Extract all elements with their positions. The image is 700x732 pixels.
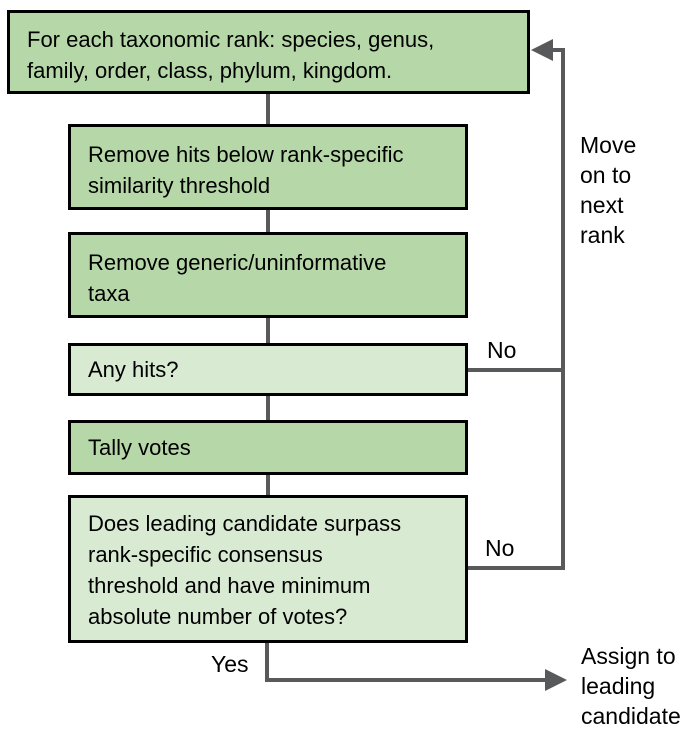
node-text-line: taxa [88, 281, 130, 306]
assign-label: Assign to leading candidate [581, 643, 681, 729]
connector-no-any-hits [468, 368, 561, 372]
arrow-right-icon [545, 669, 567, 691]
node-text-line: Remove hits below rank-specific [88, 142, 404, 167]
connector-loop-back-top [551, 48, 565, 52]
no-label-any-hits: No [487, 337, 517, 363]
move-on-label: Move on to next rank [580, 132, 637, 248]
node-text-line: Remove generic/uninformative [88, 250, 387, 275]
connector-remove-hits-to-remove-taxa [266, 210, 270, 232]
connector-loop-back-vertical [561, 48, 565, 570]
node-text-line: Any hits? [88, 357, 179, 382]
node-text-line: family, order, class, phylum, kingdom. [27, 58, 393, 83]
connector-yes-horizontal [265, 678, 545, 682]
node-tally-votes: Tally votes [68, 420, 468, 475]
arrow-left-icon [531, 39, 553, 61]
node-text-line: threshold and have minimum [88, 573, 371, 598]
connector-no-consensus [468, 566, 561, 570]
connector-header-to-remove-hits [266, 94, 270, 124]
node-consensus-check: Does leading candidate surpass rank-spec… [68, 495, 468, 643]
node-any-hits: Any hits? [68, 343, 468, 396]
connector-tally-to-consensus [266, 475, 270, 495]
node-text-line: rank-specific consensus [88, 542, 323, 567]
connector-any-hits-to-tally [266, 396, 270, 420]
node-text-line: Does leading candidate surpass [88, 511, 402, 536]
node-text-line: For each taxonomic rank: species, genus, [27, 27, 435, 52]
connector-yes-vertical [265, 643, 269, 682]
node-text-line: similarity threshold [88, 173, 271, 198]
no-label-consensus: No [485, 535, 515, 561]
node-remove-taxa: Remove generic/uninformative taxa [68, 232, 468, 318]
node-text-line: absolute number of votes? [88, 604, 348, 629]
node-loop-header: For each taxonomic rank: species, genus,… [7, 10, 530, 94]
connector-remove-taxa-to-any-hits [266, 318, 270, 343]
node-remove-hits: Remove hits below rank-specific similari… [68, 124, 468, 210]
node-text-line: Tally votes [88, 435, 191, 460]
yes-label: Yes [211, 651, 249, 677]
